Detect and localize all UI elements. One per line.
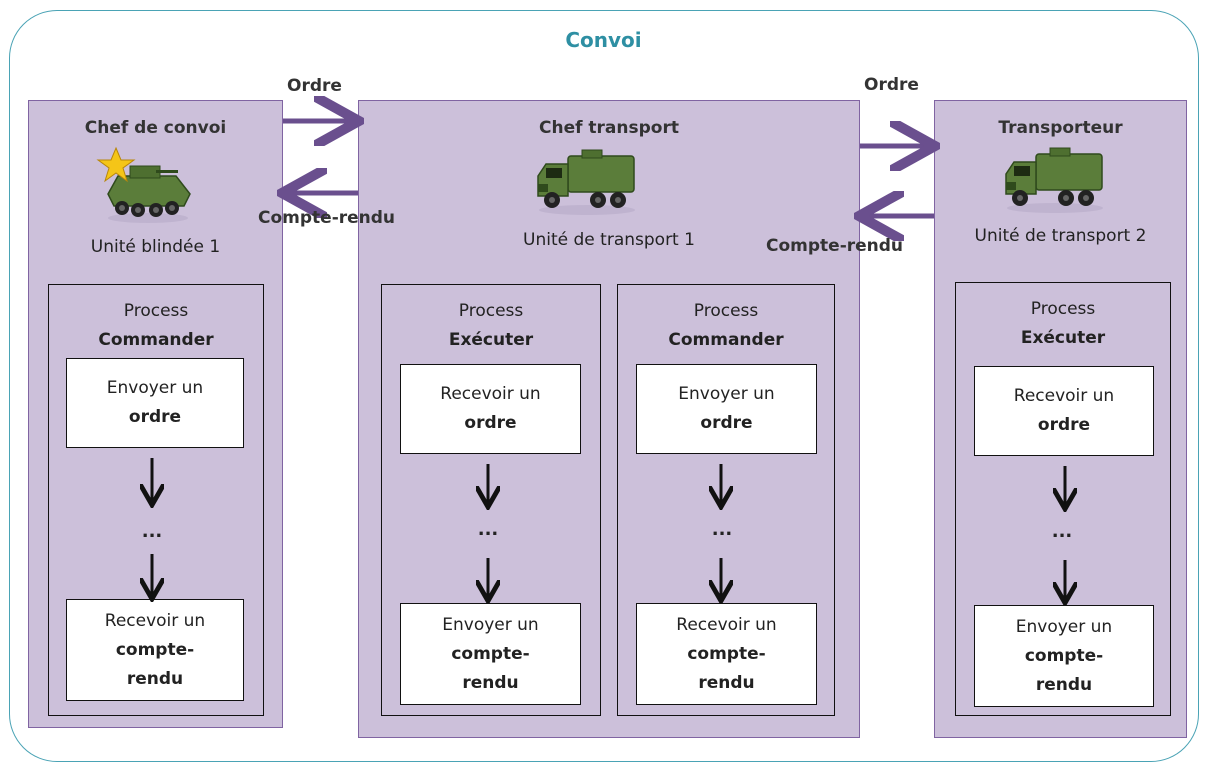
- step-text: Envoyer un: [106, 378, 204, 398]
- process-label: Process: [458, 301, 524, 321]
- process-step-last: Recevoir un compte- rendu: [66, 599, 244, 701]
- step-keyword: ordre: [464, 413, 517, 433]
- unit-role-label: Transporteur: [998, 118, 1123, 138]
- military-truck-icon: [1005, 147, 1103, 213]
- process-box: Process Exécuter Recevoir un ordre ... E…: [955, 282, 1171, 716]
- step-text: Recevoir un: [104, 610, 206, 631]
- process-step-first: Recevoir un ordre: [400, 364, 581, 454]
- step-text: Recevoir un: [440, 384, 541, 404]
- step-keyword: rendu: [462, 672, 519, 693]
- process-step-first: Envoyer un ordre: [636, 364, 817, 454]
- process-type: Exécuter: [448, 330, 534, 350]
- unit-role-label: Chef transport: [539, 118, 679, 138]
- unit-name-label: Unité blindée 1: [90, 237, 221, 257]
- order-label-2: Ordre: [864, 75, 919, 95]
- step-keyword: ordre: [128, 407, 182, 427]
- process-header: Process Exécuter: [956, 295, 1170, 353]
- process-step-first: Recevoir un ordre: [974, 366, 1154, 456]
- process-ellipsis: ...: [1051, 521, 1073, 542]
- step-text: Recevoir un: [1013, 386, 1115, 406]
- process-step-first: Envoyer un ordre: [66, 358, 244, 448]
- military-truck-icon: [537, 149, 635, 215]
- step-text: Envoyer un: [442, 614, 539, 635]
- step-keyword: compte-: [1024, 645, 1104, 666]
- process-step-last: Envoyer un compte- rendu: [974, 605, 1154, 707]
- step-keyword: rendu: [698, 672, 755, 693]
- step-text: Envoyer un: [1015, 616, 1113, 637]
- process-ellipsis: ...: [711, 519, 733, 540]
- process-type: Commander: [98, 330, 214, 350]
- process-ellipsis: ...: [477, 519, 499, 540]
- process-header: Process Commander: [49, 297, 263, 355]
- step-keyword: compte-: [451, 643, 530, 664]
- step-keyword: rendu: [1035, 674, 1093, 695]
- step-keyword: rendu: [126, 668, 184, 689]
- process-box: Process Exécuter Recevoir un ordre ... E…: [381, 284, 601, 716]
- process-header: Process Exécuter: [382, 297, 600, 355]
- order-label-1: Ordre: [287, 76, 342, 96]
- process-ellipsis: ...: [141, 521, 163, 542]
- armored-vehicle-with-star-icon: [96, 146, 191, 223]
- unit-role-label: Chef de convoi: [84, 118, 227, 138]
- process-label: Process: [1030, 299, 1096, 319]
- process-step-last: Envoyer un compte- rendu: [400, 603, 581, 705]
- unit-name-label: Unité de transport 1: [523, 230, 695, 250]
- step-keyword: ordre: [1037, 415, 1091, 435]
- diagram-title: Convoi: [565, 28, 642, 52]
- process-label: Process: [123, 301, 189, 321]
- report-label-1: Compte-rendu: [258, 208, 396, 228]
- step-keyword: compte-: [687, 643, 766, 664]
- process-header: Process Commander: [618, 297, 834, 355]
- process-step-last: Recevoir un compte- rendu: [636, 603, 817, 705]
- process-type: Commander: [668, 330, 784, 350]
- unit-name-label: Unité de transport 2: [974, 226, 1147, 246]
- step-text: Recevoir un: [676, 614, 777, 635]
- step-keyword: compte-: [115, 639, 195, 660]
- star-icon: [96, 146, 136, 183]
- report-label-2: Compte-rendu: [766, 236, 904, 256]
- step-text: Envoyer un: [678, 384, 775, 404]
- process-type: Exécuter: [1020, 328, 1106, 348]
- step-keyword: ordre: [700, 413, 753, 433]
- process-label: Process: [693, 301, 759, 321]
